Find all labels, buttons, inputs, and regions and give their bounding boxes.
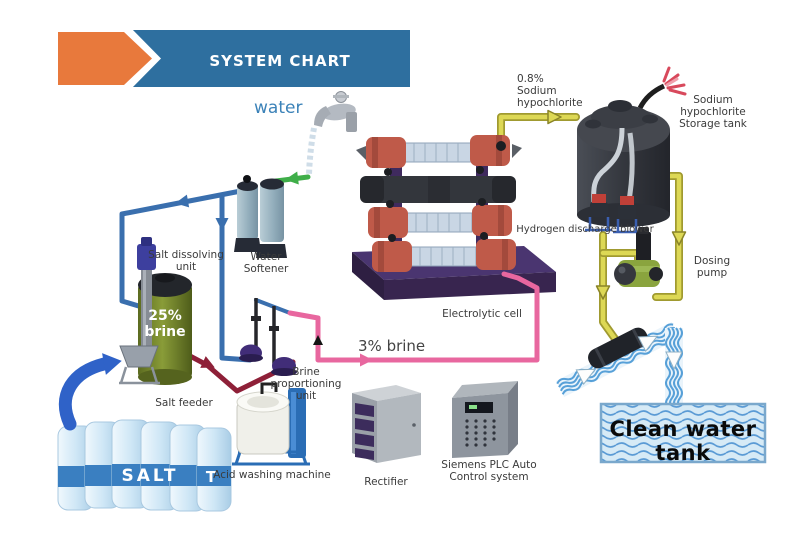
- cell-tube: [372, 239, 516, 272]
- flow-arrow: [595, 285, 611, 300]
- water-label: water: [254, 98, 303, 118]
- dosing-pump: [614, 227, 663, 287]
- brine-proportioning-unit: [239, 298, 297, 376]
- clean-water-tank: [599, 402, 767, 464]
- pipe-brine3-group: [287, 271, 540, 367]
- salt-bag-label: SALT: [121, 466, 179, 486]
- clean-water-tank-label: Clean water tank: [609, 417, 757, 465]
- hypochlorite-storage-tank: [577, 66, 687, 234]
- cell-tube: [368, 205, 512, 238]
- brine-25-label: 25% brine: [144, 308, 186, 341]
- plc-buttons: [465, 419, 496, 447]
- salt-feeder: [119, 237, 160, 385]
- cell-tube-dark: [360, 176, 516, 203]
- banner-chevron-icon: [58, 32, 152, 85]
- salt-transfer-arrow-icon: [58, 350, 124, 431]
- title-banner: [58, 27, 410, 90]
- salt-bag-partial-label: T: [205, 468, 217, 486]
- water-stream-diagonal: [555, 321, 681, 398]
- flow-arrow: [215, 218, 229, 231]
- water-softener: [234, 175, 287, 258]
- hydrogen-discharge-blower: [613, 196, 640, 234]
- salt-bag: [196, 427, 232, 512]
- water-stream: [306, 127, 317, 175]
- flow-arrow: [284, 171, 299, 187]
- plc-cabinet: [452, 381, 518, 458]
- cell-tube: [356, 135, 522, 168]
- pipe-brine3: [287, 271, 540, 363]
- faucet-icon: [306, 91, 357, 175]
- inline-mixer: [588, 327, 648, 369]
- hydrogen-discharge-blower: [585, 194, 612, 232]
- flow-arrow: [313, 335, 323, 345]
- flow-arrow: [360, 353, 373, 367]
- hydrogen-vent-spray-icon: [662, 66, 687, 96]
- flow-arrow: [547, 109, 562, 125]
- electrolytic-cell: [352, 135, 556, 300]
- flow-arrow: [671, 231, 687, 246]
- vent-pipe: [637, 83, 666, 110]
- brine-3-label: 3% brine: [358, 337, 426, 355]
- salt-bags: [57, 419, 232, 512]
- acid-washing-machine: [232, 382, 310, 466]
- page-title: SYSTEM CHART: [209, 52, 351, 70]
- rectifier: [352, 385, 421, 463]
